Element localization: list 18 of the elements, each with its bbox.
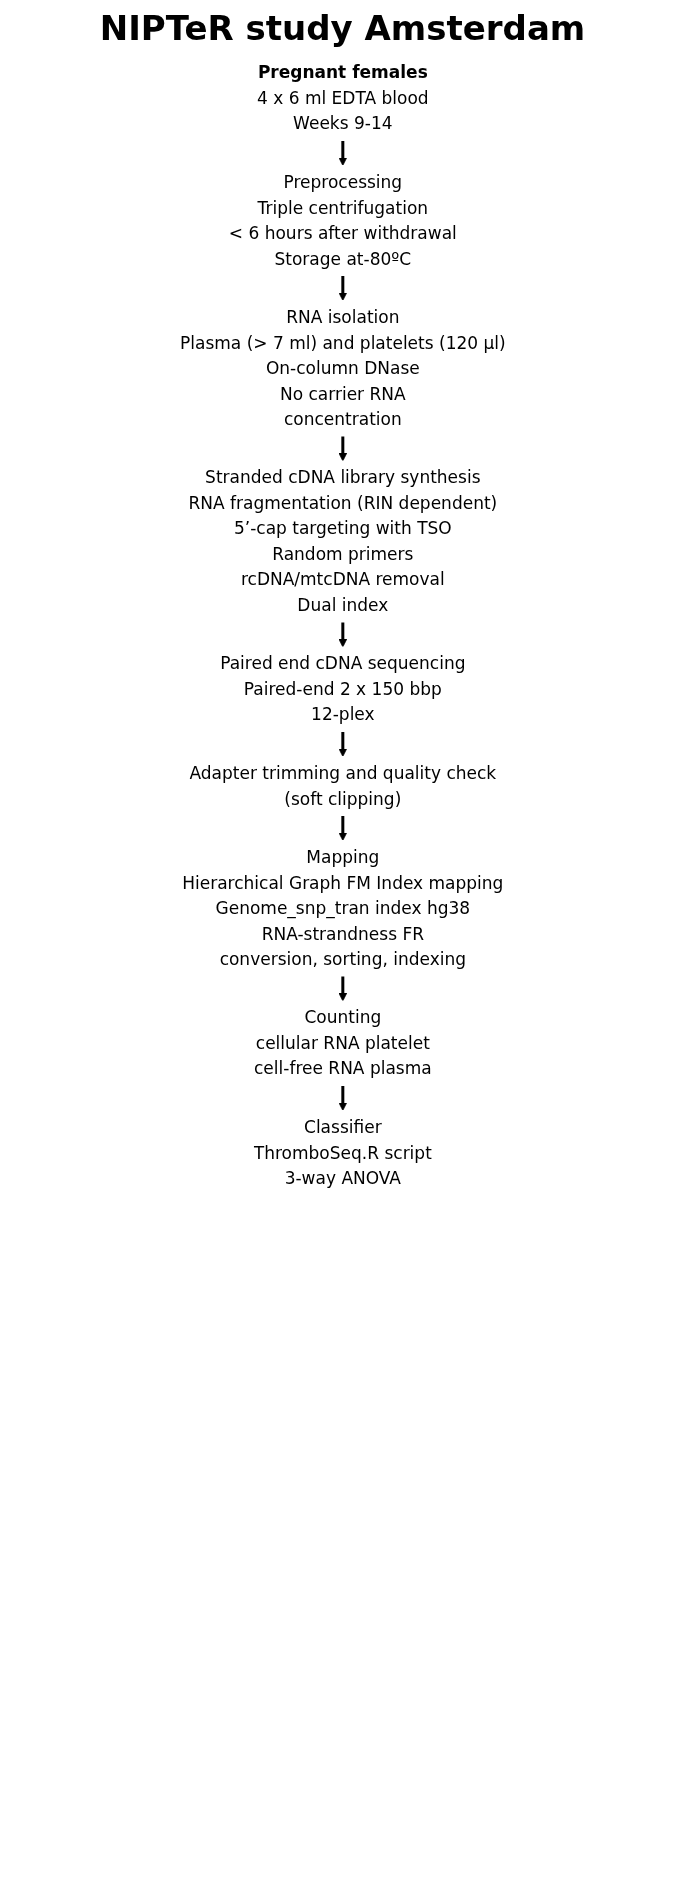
node-text: RNA isolation Plasma (> 7 ml) and platelets (120 µl) On-column DNase No carrier RNA concentration <box>179 306 506 429</box>
arrow <box>338 976 347 1002</box>
node-text: Paired end cDNA sequencing Paired-end 2 x 150 bbp 12-plex <box>219 653 466 724</box>
node-text: Pregnant females 4 x 6 ml EDTA blood Weeks 9-14 <box>256 62 429 133</box>
node-text: Adapter trimming and quality check (soft clipping) <box>189 762 496 808</box>
node-text: Preprocessing Triple centrifugation < 6 hours after withdrawal Storage at-80ºC <box>228 171 457 268</box>
node-text: Counting cellular RNA platelet cell-free RNA plasma <box>253 1007 432 1078</box>
arrow <box>338 140 347 166</box>
arrow <box>338 436 347 462</box>
node-text: Classifier ThromboSeq.R script 3-way ANOVA <box>253 1116 432 1188</box>
arrow <box>338 815 347 841</box>
node-text: Stranded cDNA library synthesis RNA fragmentation (RIN dependent) 5’-cap targeting with TSO Random primers rcDNA/mtcDNA removal Dual index <box>188 467 497 615</box>
diagram-title: NIPTeR study Amsterdam <box>98 8 587 48</box>
arrow <box>338 1085 347 1111</box>
arrow <box>338 731 347 757</box>
node-text: Mapping Hierarchical Graph FM Index mapping Genome_snp_tran index hg38 RNA-strandness FR conversion, sorting, indexing <box>181 846 504 969</box>
arrow <box>338 275 347 301</box>
arrow <box>338 622 347 648</box>
